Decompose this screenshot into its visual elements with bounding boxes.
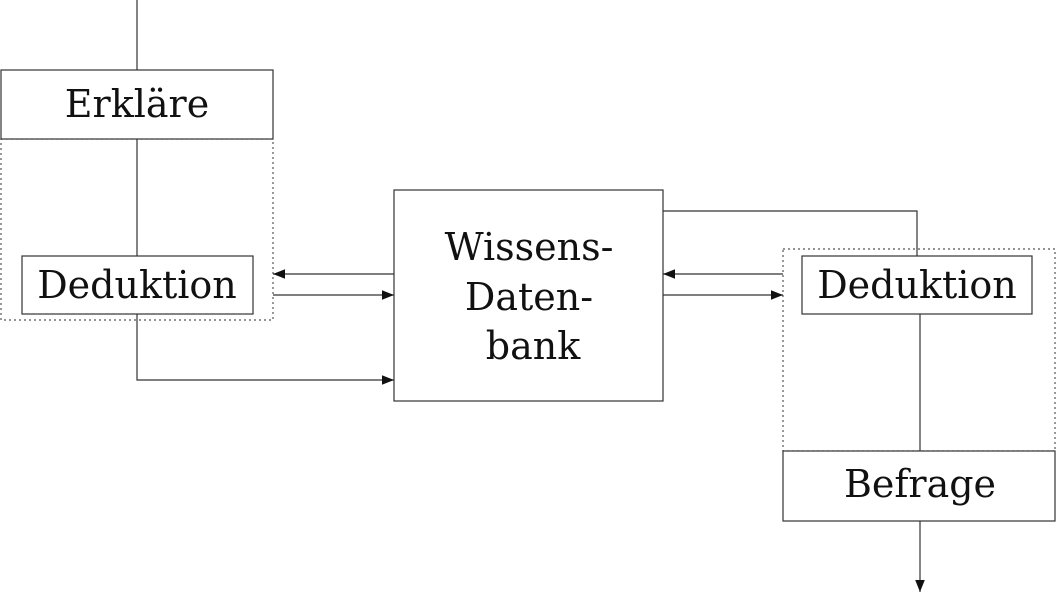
wissens-datenbank-box <box>393 189 664 402</box>
connector-db-top-to-deduktion-right <box>663 210 918 256</box>
wissens-datenbank-line-1: Wissens- <box>445 225 614 269</box>
arrow-deduktion-left-to-db-bottom <box>136 314 394 385</box>
deduktion-left-box <box>21 255 254 315</box>
befrage-box <box>782 450 1056 522</box>
deduktion-right-label: Deduktion <box>817 263 1017 307</box>
erklaere-label: Erkläre <box>65 82 209 126</box>
erklaere-node: Erkläre <box>0 69 274 140</box>
wissens-datenbank-line-3: bank <box>486 324 581 368</box>
befrage-label: Befrage <box>844 462 996 506</box>
deduktion-right-node: Deduktion <box>801 255 1033 315</box>
deduktion-left-node: Deduktion <box>21 255 254 315</box>
wissens-datenbank-line-2: Daten- <box>465 275 593 319</box>
befrage-node: Befrage <box>782 450 1056 522</box>
deduktion-right-box <box>801 255 1033 315</box>
erklaere-box <box>0 69 274 140</box>
deduktion-left-label: Deduktion <box>37 263 237 307</box>
wissens-datenbank-node: Wissens- Daten- bank <box>393 189 664 402</box>
